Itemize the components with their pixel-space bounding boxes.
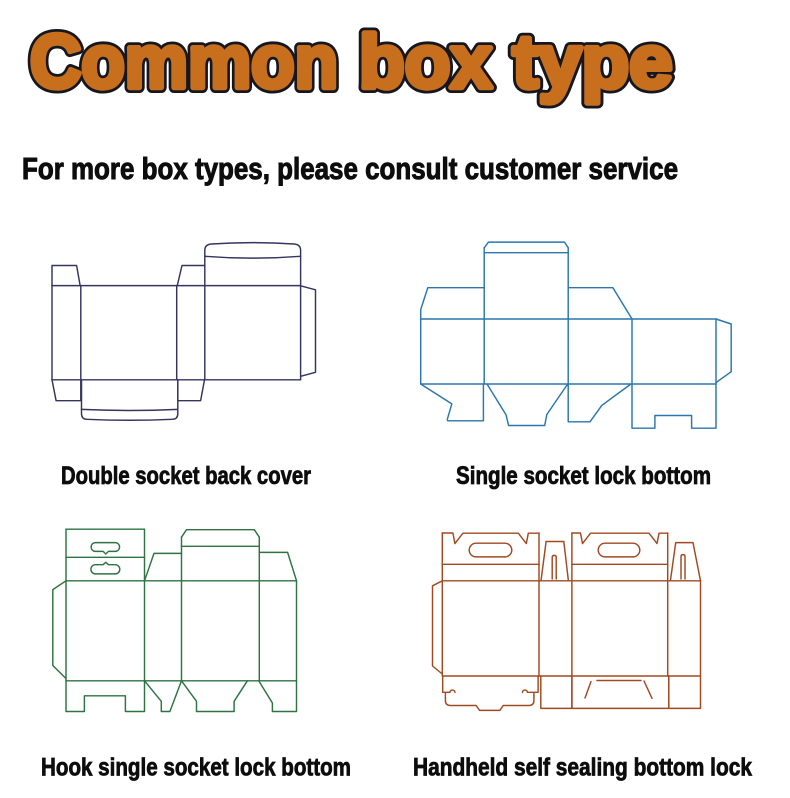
svg-text:For more box types, please con: For more box types, please consult custo… bbox=[22, 152, 678, 186]
svg-text:type: type bbox=[513, 20, 673, 104]
svg-text:Hook single socket lock bottom: Hook single socket lock bottom bbox=[41, 754, 351, 782]
svg-text:type: type bbox=[513, 20, 673, 104]
svg-text:box: box bbox=[359, 20, 492, 104]
svg-text:Single socket lock bottom: Single socket lock bottom bbox=[456, 462, 711, 490]
svg-text:Common: Common bbox=[30, 20, 338, 104]
svg-text:Double socket back cover: Double socket back cover bbox=[61, 462, 311, 490]
svg-text:Common: Common bbox=[30, 20, 338, 104]
svg-text:Handheld self sealing bottom l: Handheld self sealing bottom lock bbox=[413, 754, 753, 782]
svg-text:box: box bbox=[359, 20, 492, 104]
